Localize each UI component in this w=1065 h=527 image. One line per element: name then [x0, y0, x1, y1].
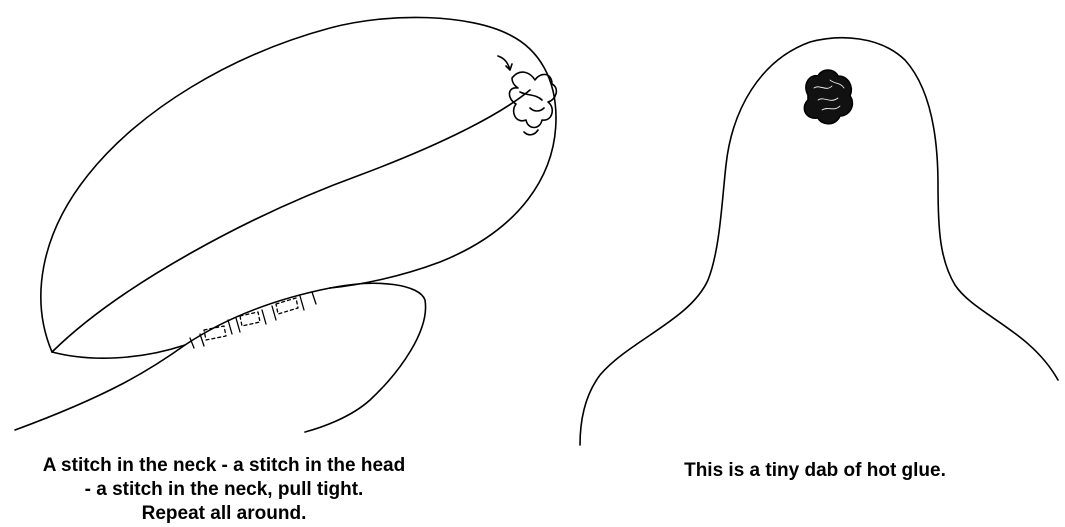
glue-caption-text: This is a tiny dab of hot glue. — [640, 459, 990, 483]
stitch-caption-line-3: Repeat all around. — [24, 502, 424, 526]
stitch-caption: A stitch in the neck - a stitch in the h… — [24, 454, 424, 526]
head-right-side — [330, 118, 556, 288]
bust-illustration — [580, 38, 1058, 445]
stitches — [190, 292, 316, 348]
stitch-caption-line-1: A stitch in the neck - a stitch in the h… — [24, 454, 424, 478]
glue-dab — [804, 70, 852, 124]
stitch-caption-line-2: - a stitch in the neck, pull tight. — [24, 478, 424, 502]
head-illustration — [15, 17, 556, 432]
knot-fold-detail — [520, 92, 544, 135]
glue-caption: This is a tiny dab of hot glue. — [640, 459, 990, 483]
neck-right-line — [305, 283, 426, 432]
head-bottom-edge — [52, 288, 330, 358]
head-fold-line — [52, 90, 530, 352]
head-outline — [41, 17, 556, 352]
knot-tick — [498, 56, 512, 70]
